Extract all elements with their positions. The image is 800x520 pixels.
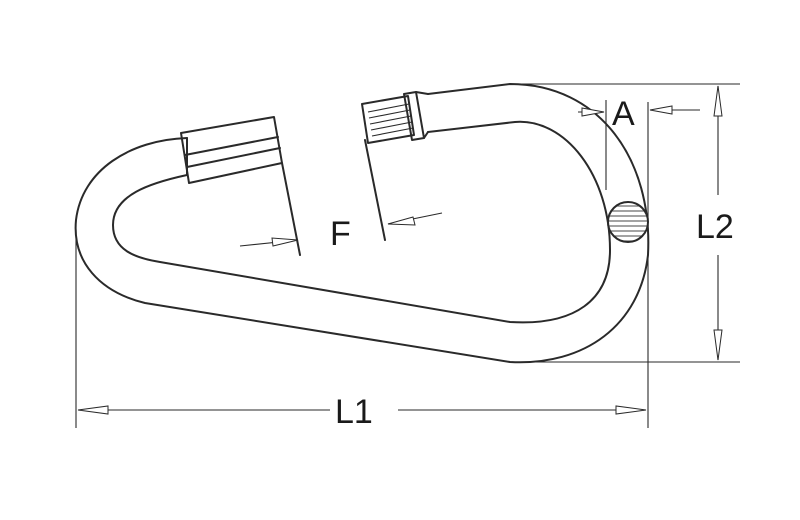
carabiner-inner-contour xyxy=(112,120,611,324)
label-f: F xyxy=(330,215,351,253)
carabiner-outer-contour xyxy=(74,83,650,364)
gate-jaw-right xyxy=(364,139,386,241)
label-l2: L2 xyxy=(696,208,734,246)
screw-nut xyxy=(180,116,283,184)
label-l1: L1 xyxy=(335,393,373,431)
wire-cross-section xyxy=(607,201,649,243)
extension-lines xyxy=(75,83,740,428)
dimension-a xyxy=(578,105,700,117)
dimension-f xyxy=(239,212,443,247)
threaded-end xyxy=(361,91,429,144)
dimension-l2 xyxy=(713,85,723,361)
dimension-l1 xyxy=(77,405,647,415)
label-a: A xyxy=(612,95,635,133)
